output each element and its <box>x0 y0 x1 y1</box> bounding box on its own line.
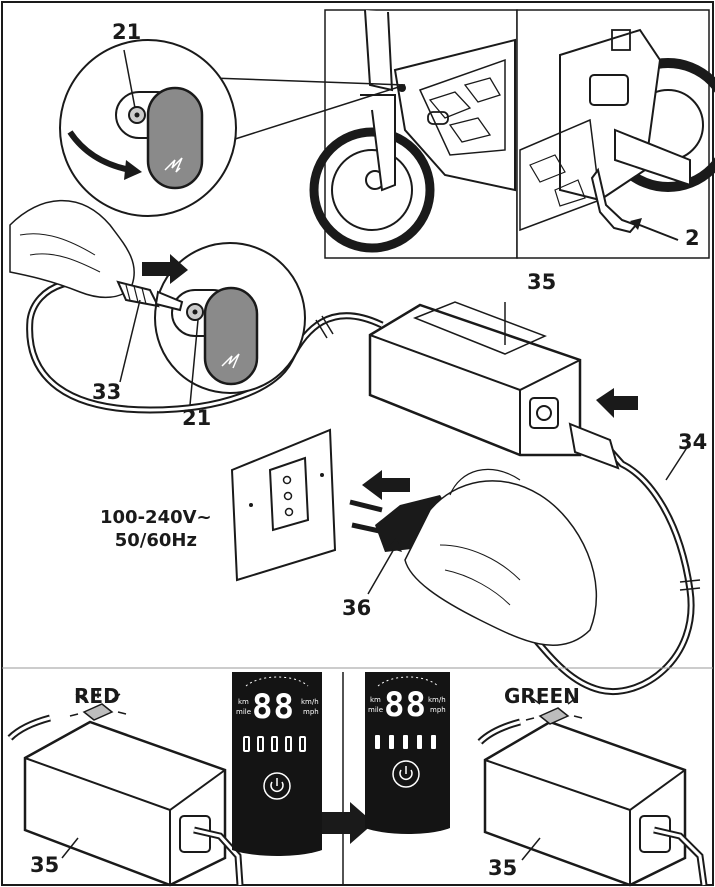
arrow-left-icon <box>362 470 410 500</box>
display-unit-mile-red: mile <box>236 708 252 716</box>
arrow-right-icon <box>142 254 188 284</box>
hand-with-wall-plug <box>349 468 598 646</box>
label-2-kickstand: 2 <box>685 226 700 250</box>
display-unit-kmh-red: km/h <box>301 698 319 706</box>
charger-brick <box>368 301 582 457</box>
label-35-charger: 35 <box>527 270 557 294</box>
display-unit-kmh-green: km/h <box>428 696 446 704</box>
label-35-green-charger: 35 <box>488 856 518 880</box>
voltage-line-2: 50/60Hz <box>114 529 197 551</box>
label-21-bottom: 21 <box>182 406 212 430</box>
display-unit-mph-green: mph <box>430 706 446 714</box>
label-33-plug: 33 <box>92 380 122 404</box>
led-indicator-red <box>82 703 114 721</box>
arrow-right-icon <box>322 802 374 844</box>
curved-arrow-icon <box>67 130 131 173</box>
power-icon <box>392 760 420 788</box>
led-indicator-green <box>538 707 570 725</box>
display-unit-km-green: km <box>370 696 381 704</box>
display-digits-red: 88 <box>252 687 295 727</box>
label-34-ac-cable: 34 <box>678 430 708 454</box>
label-21-top: 21 <box>112 20 142 44</box>
display-unit-km-red: km <box>238 698 249 706</box>
hand-with-dc-plug <box>9 199 199 406</box>
charger-red-state <box>7 690 244 887</box>
charger-green-state <box>477 694 708 887</box>
voltage-line-1: 100-240V~ <box>100 507 212 528</box>
dashboard-display-green <box>365 672 450 834</box>
label-36-wall-plug: 36 <box>342 596 372 620</box>
port-zoom-circle-top <box>59 39 406 217</box>
display-unit-mph-red: mph <box>303 708 319 716</box>
voltage-label: 100-240V~ 50/60Hz <box>100 507 212 552</box>
dashboard-display-red <box>232 672 322 856</box>
scooter-rear-photo-panel <box>516 9 715 259</box>
lightning-icon <box>164 157 183 173</box>
scooter-front-photo-panel <box>309 9 518 259</box>
wall-socket <box>230 428 337 582</box>
display-digits-green: 88 <box>384 685 427 725</box>
power-icon <box>263 772 291 800</box>
dc-cable <box>26 277 384 414</box>
state-red-label: RED <box>74 684 120 708</box>
label-35-red-charger: 35 <box>30 853 60 877</box>
state-green-label: GREEN <box>504 684 580 708</box>
display-unit-mile-green: mile <box>368 706 384 714</box>
port-cover <box>146 86 204 190</box>
port-zoom-circle-bottom <box>154 242 306 394</box>
arrow-left-icon <box>596 388 638 418</box>
